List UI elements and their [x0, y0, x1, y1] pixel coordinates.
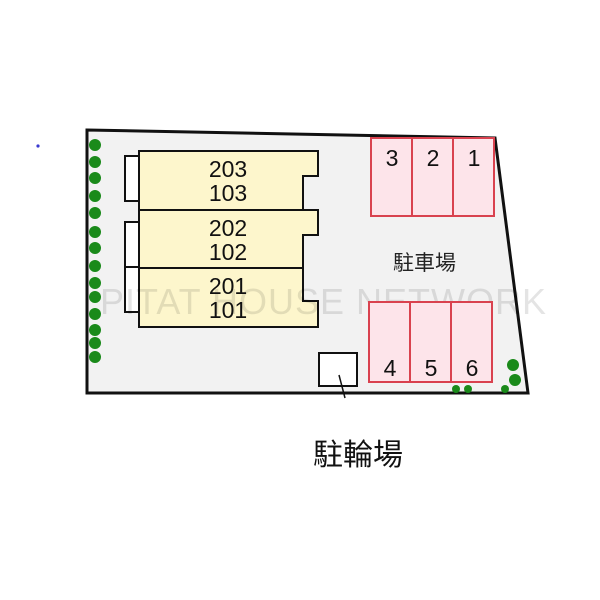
tree-icon [89, 172, 101, 184]
unit-label-203: 203 [209, 156, 247, 182]
tree-cluster-right [452, 359, 521, 393]
unit-label-101: 101 [209, 297, 247, 323]
unit-label-202: 202 [209, 215, 247, 241]
tree-row-left [89, 139, 101, 363]
tree-icon [89, 226, 101, 238]
tree-icon [89, 260, 101, 272]
tree-icon [89, 139, 101, 151]
tree-icon [89, 337, 101, 349]
parking-area-label: 駐車場 [393, 251, 456, 275]
parking-top-labels: 3 2 1 [386, 145, 481, 171]
parking-bottom-labels: 4 5 6 [384, 355, 479, 381]
parking-spot-label-1: 1 [468, 145, 481, 171]
parking-top-row [370, 137, 495, 217]
tree-icon [89, 308, 101, 320]
tree-icon [89, 190, 101, 202]
bicycle-parking-box [318, 352, 358, 387]
parking-spot-label-6: 6 [466, 355, 479, 381]
parking-spot-label-2: 2 [427, 145, 440, 171]
bicycle-parking-leader-line [338, 374, 346, 399]
unit-label-103: 103 [209, 180, 247, 206]
unit-block-201-101 [138, 267, 319, 328]
balconies [124, 155, 141, 313]
parking-spot-4 [368, 301, 411, 383]
tree-icon [89, 277, 101, 289]
marker-dot [36, 144, 40, 148]
parking-bottom-row [368, 301, 493, 383]
parking-spot-label-3: 3 [386, 145, 399, 171]
tree-icon [89, 242, 101, 254]
parking-spot-6 [450, 301, 493, 383]
building [138, 150, 319, 328]
tree-icon [464, 385, 472, 393]
tree-icon [89, 156, 101, 168]
tree-icon [452, 385, 460, 393]
tree-icon [89, 291, 101, 303]
parking-spot-1 [452, 137, 495, 217]
tree-icon [509, 374, 521, 386]
unit-label-102: 102 [209, 239, 247, 265]
tree-icon [507, 359, 519, 371]
parking-spot-5 [409, 301, 452, 383]
tree-icon [89, 207, 101, 219]
tree-icon [89, 351, 101, 363]
unit-labels: 203 103 202 102 201 101 [209, 156, 247, 323]
unit-label-201: 201 [209, 273, 247, 299]
tree-icon [501, 385, 509, 393]
tree-icon [89, 324, 101, 336]
parking-spot-label-4: 4 [384, 355, 397, 381]
parking-spot-label-5: 5 [425, 355, 438, 381]
bicycle-parking-label: 駐輪場 [313, 438, 403, 473]
